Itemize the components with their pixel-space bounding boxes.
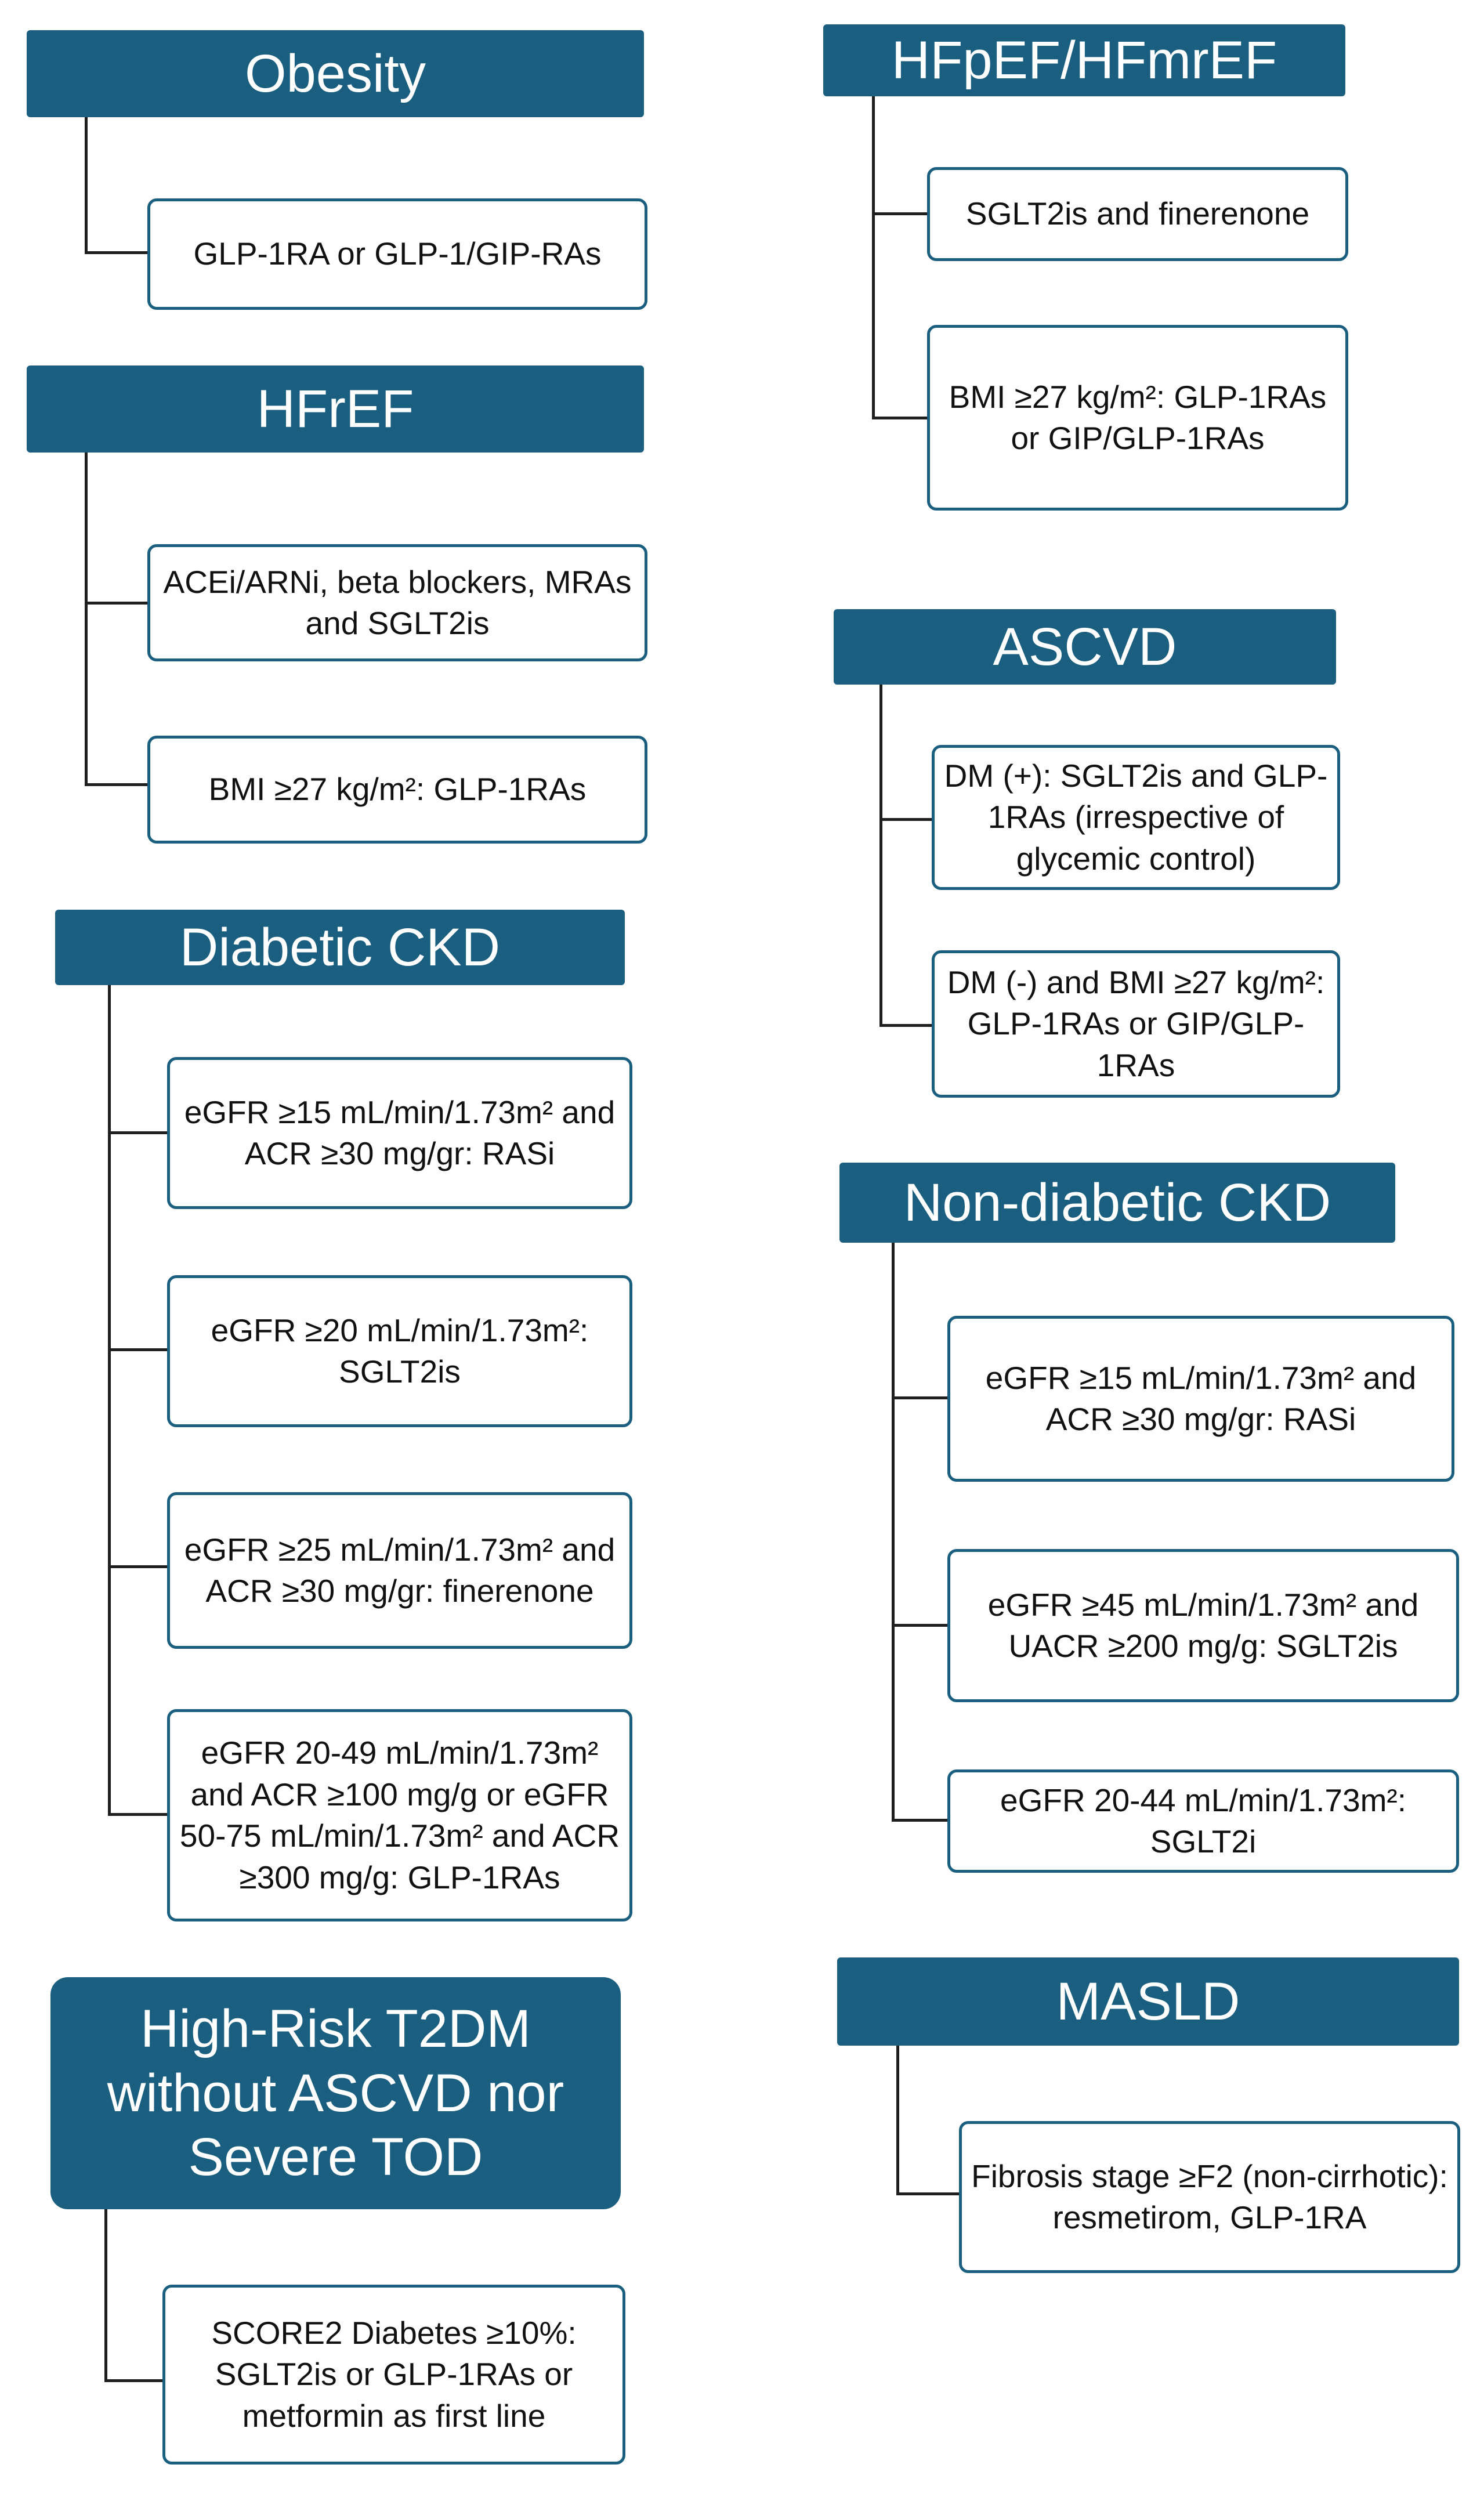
masld-item-1: Fibrosis stage ≥F2 (non-cirrhotic): resm…: [959, 2121, 1460, 2273]
masld-branch: [896, 2192, 959, 2195]
nondiabetic-ckd-header: Non-diabetic CKD: [839, 1163, 1395, 1243]
ascvd-item-2: DM (-) and BMI ≥27 kg/m²: GLP-1RAs or GI…: [932, 950, 1340, 1098]
high-risk-connector: [104, 2209, 107, 2382]
hfpef-item-1: SGLT2is and finerenone: [927, 167, 1348, 261]
hfpef-branch-2: [872, 417, 927, 419]
ascvd-header: ASCVD: [834, 609, 1336, 685]
high-risk-branch: [104, 2379, 162, 2382]
nondiabetic-ckd-branch-3: [892, 1819, 947, 1822]
nondiabetic-ckd-branch-2: [892, 1624, 947, 1627]
obesity-connector: [85, 117, 88, 254]
hfpef-connector: [872, 96, 875, 419]
hfref-item-1: ACEi/ARNi, beta blockers, MRAs and SGLT2…: [147, 544, 647, 661]
hfpef-branch-1: [872, 212, 927, 215]
diabetic-ckd-item-2: eGFR ≥20 mL/min/1.73m²: SGLT2is: [167, 1275, 632, 1427]
diabetic-ckd-branch-4: [108, 1813, 167, 1816]
ascvd-item-1: DM (+): SGLT2is and GLP-1RAs (irrespecti…: [932, 745, 1340, 890]
diabetic-ckd-branch-3: [108, 1565, 167, 1568]
diabetic-ckd-item-3: eGFR ≥25 mL/min/1.73m² and ACR ≥30 mg/gr…: [167, 1492, 632, 1649]
masld-connector: [896, 2046, 899, 2195]
hfref-branch-2: [85, 783, 147, 786]
ascvd-connector: [879, 685, 882, 1027]
high-risk-header: High-Risk T2DM without ASCVD nor Severe …: [50, 1977, 621, 2209]
diabetic-ckd-connector: [108, 985, 111, 1816]
hfref-connector: [85, 453, 88, 786]
diabetic-ckd-item-4: eGFR 20-49 mL/min/1.73m² and ACR ≥100 mg…: [167, 1709, 632, 1921]
nondiabetic-ckd-item-1: eGFR ≥15 mL/min/1.73m² and ACR ≥30 mg/gr…: [947, 1316, 1454, 1482]
hfpef-item-2: BMI ≥27 kg/m²: GLP-1RAs or GIP/GLP-1RAs: [927, 325, 1348, 511]
diabetic-ckd-branch-2: [108, 1348, 167, 1351]
diabetic-ckd-item-1: eGFR ≥15 mL/min/1.73m² and ACR ≥30 mg/gr…: [167, 1057, 632, 1209]
obesity-branch: [85, 251, 147, 254]
high-risk-item-1: SCORE2 Diabetes ≥10%: SGLT2is or GLP-1RA…: [162, 2285, 625, 2465]
nondiabetic-ckd-item-3: eGFR 20-44 mL/min/1.73m²: SGLT2i: [947, 1769, 1459, 1873]
masld-header: MASLD: [837, 1957, 1459, 2046]
hfref-branch-1: [85, 602, 147, 605]
nondiabetic-ckd-item-2: eGFR ≥45 mL/min/1.73m² and UACR ≥200 mg/…: [947, 1549, 1459, 1702]
obesity-header: Obesity: [27, 30, 644, 117]
ascvd-branch-1: [879, 818, 932, 821]
ascvd-branch-2: [879, 1024, 932, 1027]
diabetic-ckd-header: Diabetic CKD: [55, 910, 625, 985]
nondiabetic-ckd-connector: [892, 1243, 895, 1822]
hfref-item-2: BMI ≥27 kg/m²: GLP-1RAs: [147, 736, 647, 844]
nondiabetic-ckd-branch-1: [892, 1396, 947, 1399]
diabetic-ckd-branch-1: [108, 1131, 167, 1134]
obesity-item-1: GLP-1RA or GLP-1/GIP-RAs: [147, 198, 647, 310]
hfref-header: HFrEF: [27, 365, 644, 453]
hfpef-header: HFpEF/HFmrEF: [823, 24, 1345, 96]
